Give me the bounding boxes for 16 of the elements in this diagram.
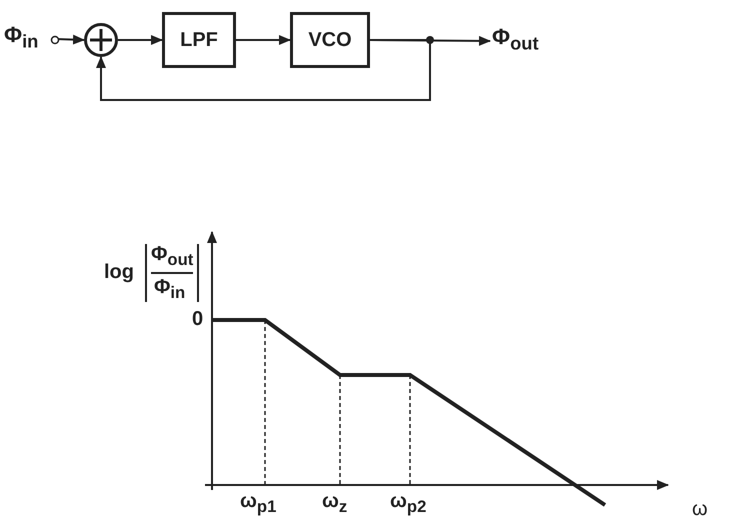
axis-label: ω (692, 498, 708, 521)
signal-label: Φ$_{in}$ (4, 22, 52, 56)
arrow (96, 39, 431, 101)
arrow (118, 35, 163, 45)
summing-junction (84, 23, 118, 57)
tick-label: ω$_{p1}$ (240, 490, 276, 517)
arrow (236, 35, 291, 45)
tick-label: ω$_{p2}$ (390, 490, 426, 517)
tick-label: 0 (192, 308, 204, 331)
process-box: LPF (162, 12, 236, 68)
signal-label: Φ$_{out}$ (492, 24, 554, 58)
signal-label: Φ$_{out}$ (151, 243, 194, 270)
signal-label: Φ$_{in}$ (154, 276, 186, 303)
tick-label: ω$_{z}$ (322, 490, 348, 517)
process-box: VCO (290, 12, 370, 68)
axis-label: log (104, 261, 134, 284)
